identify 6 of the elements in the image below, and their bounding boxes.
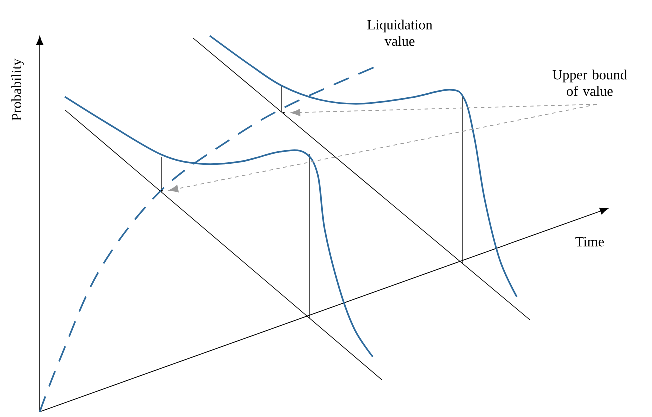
axis-label: Time: [576, 237, 604, 247]
text-label: Upper bound of value: [552, 70, 628, 96]
leader-arrow: [291, 104, 598, 116]
axis-label: Liquidation value: [368, 20, 433, 46]
leader-arrow: [169, 104, 598, 193]
axis-label: Probability: [12, 58, 24, 121]
